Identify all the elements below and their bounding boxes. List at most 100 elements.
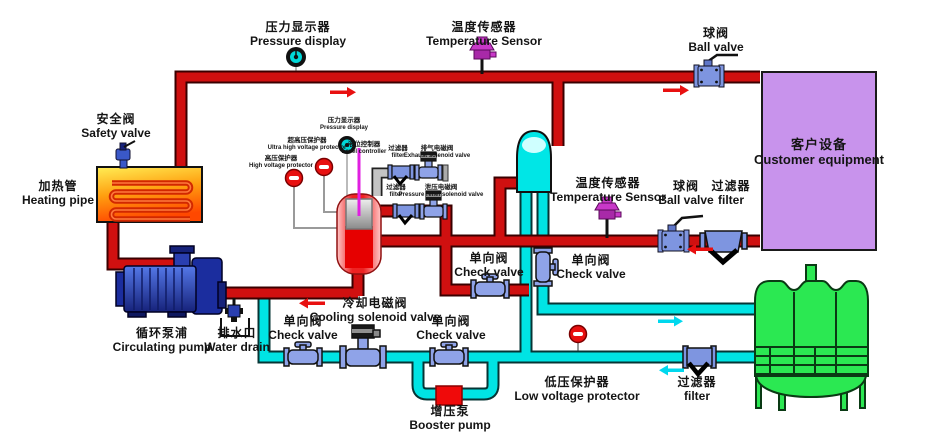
label-en: Ultra high voltage protector bbox=[267, 144, 347, 151]
safety-valve-icon bbox=[115, 140, 136, 169]
hot-water-pipes bbox=[106, 70, 760, 300]
label-en: Level controller bbox=[341, 148, 387, 155]
flow-arrow-top-left bbox=[330, 87, 356, 98]
label-en: Check valve bbox=[556, 267, 626, 282]
circulating-pump-icon bbox=[115, 245, 227, 318]
cooling-tower bbox=[754, 264, 869, 411]
label-en: Heating pipe bbox=[21, 193, 95, 208]
label-zh: 温度传感器 bbox=[575, 176, 641, 190]
label-exhaust-solenoid-valve: 排气电磁阀 Exhaust solenoid valve bbox=[404, 145, 470, 160]
label-en: filter bbox=[389, 191, 403, 198]
label-en: Customer equipment bbox=[753, 152, 885, 168]
label-zh: 增压泵 bbox=[430, 404, 470, 418]
label-zh: 冷却电磁阀 bbox=[342, 296, 408, 310]
booster-pump-icon bbox=[435, 385, 463, 406]
label-heating-pipe: 加热管 Heating pipe bbox=[22, 179, 94, 207]
label-temperature-sensor-right: 温度传感器 Temperature Sensor bbox=[550, 176, 666, 204]
ball-valve-top-icon bbox=[693, 53, 738, 88]
temperature-sensor-top-icon bbox=[469, 36, 497, 74]
pressure-gauge-top-icon bbox=[286, 47, 306, 67]
label-filter-right: 过滤器 filter bbox=[711, 179, 750, 207]
heating-pipe-box bbox=[96, 166, 203, 223]
pressure-relief-solenoid-valve-icon bbox=[419, 190, 448, 220]
filter-right-icon bbox=[699, 230, 748, 266]
filter-bottom-icon bbox=[682, 345, 717, 378]
label-en: Temperature Sensor bbox=[550, 190, 666, 205]
filter-exhaust-icon bbox=[387, 164, 415, 187]
storage-tank bbox=[336, 148, 382, 275]
label-en: Safety valve bbox=[81, 126, 151, 141]
label-en: Low voltage protector bbox=[514, 389, 640, 404]
label-en: Ball valve bbox=[658, 193, 714, 208]
label-zh: 单向阀 bbox=[431, 314, 471, 328]
label-en: Temperature Sensor bbox=[426, 34, 542, 49]
label-temperature-sensor-top: 温度传感器 Temperature Sensor bbox=[426, 20, 542, 48]
label-zh: 客户设备 bbox=[790, 137, 848, 152]
cold-water-pipes bbox=[257, 186, 757, 401]
customer-equipment-box bbox=[761, 71, 877, 251]
label-zh: 温度传感器 bbox=[451, 20, 517, 34]
label-en: Pressure display bbox=[319, 124, 369, 131]
label-zh: 单向阀 bbox=[469, 251, 509, 265]
high-pressure-protector-icon bbox=[284, 168, 304, 188]
label-zh: 安全阀 bbox=[96, 112, 136, 126]
label-check-valve-bottom-left: 单向阀 Check valve bbox=[268, 314, 337, 342]
label-zh: 液位控制器 bbox=[347, 141, 381, 148]
label-en: filter bbox=[391, 152, 405, 159]
label-en: Check valve bbox=[454, 265, 524, 280]
label-high-protector: 高压保护器 High voltage protector bbox=[249, 155, 313, 170]
pressure-gauge-tank-icon bbox=[338, 136, 356, 154]
flow-arrow-top-right bbox=[663, 85, 689, 96]
temperature-sensor-right-icon bbox=[594, 196, 622, 238]
check-valve-mid-icon bbox=[470, 273, 510, 299]
label-low-pressure-protector: 低压保护器 Low voltage protector bbox=[514, 375, 639, 403]
flow-arrow-return bbox=[687, 244, 713, 255]
label-ultra-high-protector: 超高压保护器 Ultra high voltage protector bbox=[268, 137, 347, 152]
cooling-solenoid-valve-icon bbox=[339, 324, 387, 369]
label-zh: 泄压电磁阀 bbox=[424, 184, 458, 191]
label-en: filter bbox=[717, 193, 745, 208]
check-valve-bottom-right-icon bbox=[429, 341, 469, 367]
label-customer-equipment: 客户设备 Customer equipment bbox=[754, 137, 884, 168]
flow-arrow-suction bbox=[299, 298, 325, 309]
protector-wires bbox=[293, 66, 579, 354]
label-cooling-solenoid-valve: 冷却电磁阀 Cooling solenoid valve bbox=[310, 296, 441, 324]
label-zh: 排气电磁阀 bbox=[420, 145, 454, 152]
label-zh: 低压保护器 bbox=[544, 375, 610, 389]
label-pressure-display-top: 压力显示器 Pressure display bbox=[250, 20, 346, 48]
label-en: filter bbox=[683, 389, 711, 404]
water-separator-vessel bbox=[516, 129, 552, 193]
label-filter-exhaust: 过滤器 filter bbox=[388, 145, 408, 160]
label-zh: 球阀 bbox=[702, 26, 729, 40]
label-zh: 压力显示器 bbox=[327, 117, 361, 124]
label-zh: 球阀 bbox=[672, 179, 699, 193]
label-booster-pump: 增压泵 Booster pump bbox=[409, 404, 490, 432]
label-circulating-pump: 循环泵浦 Circulating pump bbox=[113, 326, 212, 354]
label-en: High voltage protector bbox=[248, 162, 314, 169]
label-en: Check valve bbox=[268, 328, 338, 343]
label-ball-valve-top: 球阀 Ball valve bbox=[688, 26, 743, 54]
check-valve-bottom-left-icon bbox=[283, 341, 323, 367]
ball-valve-right-icon bbox=[657, 214, 704, 253]
label-zh: 超高压保护器 bbox=[287, 137, 327, 144]
label-zh: 单向阀 bbox=[571, 253, 611, 267]
label-relief-solenoid-valve: 泄压电磁阀 Pressure relief solenoid valve bbox=[399, 184, 484, 199]
label-zh: 循环泵浦 bbox=[135, 326, 189, 340]
label-zh: 单向阀 bbox=[283, 314, 323, 328]
label-en: Water drain bbox=[204, 340, 270, 355]
label-en: Booster pump bbox=[409, 418, 491, 433]
label-water-drain: 排水口 Water drain bbox=[204, 326, 270, 354]
label-zh: 压力显示器 bbox=[265, 20, 331, 34]
label-check-valve-mid-left: 单向阀 Check valve bbox=[454, 251, 523, 279]
label-en: Pressure relief solenoid valve bbox=[398, 191, 484, 198]
label-filter-bottom: 过滤器 filter bbox=[677, 375, 716, 403]
label-ball-valve-right: 球阀 Ball valve bbox=[658, 179, 713, 207]
ultra-high-pressure-protector-icon bbox=[314, 157, 334, 177]
label-zh: 过滤器 bbox=[711, 179, 751, 193]
label-zh: 过滤器 bbox=[386, 184, 406, 191]
label-check-valve-mid-right: 单向阀 Check valve bbox=[556, 253, 625, 281]
check-valve-cyan-icon bbox=[533, 247, 559, 287]
label-en: Ball valve bbox=[688, 40, 744, 55]
